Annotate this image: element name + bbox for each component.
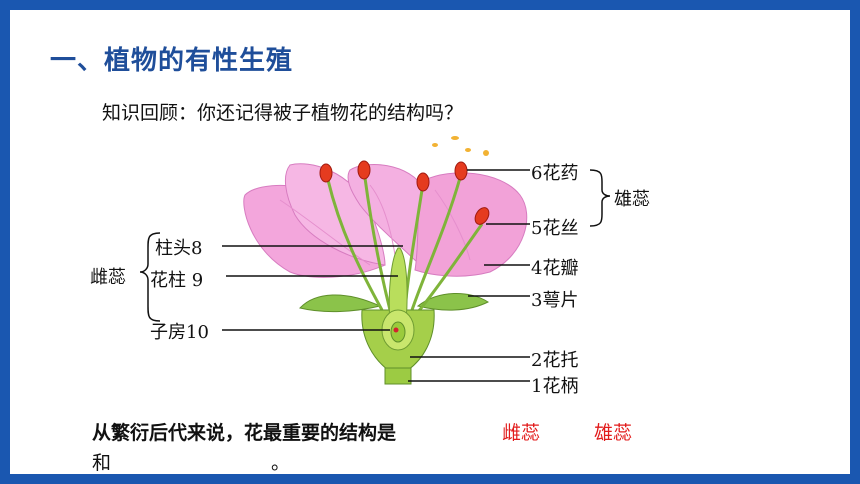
petal-label: 4花瓣 xyxy=(531,258,579,279)
question-suffix: 。 xyxy=(271,452,291,474)
anther-label: 6花药 xyxy=(531,163,579,184)
sepal-label: 3萼片 xyxy=(531,290,579,311)
answer-stamen: 雄蕊 xyxy=(594,422,633,444)
page-title: 一、植物的有性生殖 xyxy=(50,46,294,76)
question-text: 从繁衍后代来说，花最重要的结构是 xyxy=(92,422,397,444)
question-line-2: 和。 xyxy=(92,448,290,474)
question-prefix: 和 xyxy=(92,452,112,474)
leader-lines xyxy=(222,169,530,382)
pollen xyxy=(432,136,489,156)
left-brace xyxy=(139,232,161,322)
filament-label: 5花丝 xyxy=(531,218,579,239)
ovary-label: 子房10 xyxy=(150,322,209,343)
stigma-label: 柱头8 xyxy=(155,238,203,259)
stamens xyxy=(326,177,484,313)
pedicel-label: 1花柄 xyxy=(531,376,579,397)
style-label: 花柱 9 xyxy=(150,270,204,291)
sepals xyxy=(299,292,489,313)
right-brace xyxy=(589,169,611,227)
anthers xyxy=(319,160,490,225)
pistil-group-label: 雌蕊 xyxy=(90,267,126,288)
answer-blank xyxy=(111,456,271,474)
slide: 一、植物的有性生殖 知识回顾：你还记得被子植物花的结构吗？ xyxy=(10,10,850,474)
answer-pistil: 雌蕊 xyxy=(502,422,541,444)
petals xyxy=(243,163,528,278)
pistil xyxy=(361,247,435,385)
subtitle: 知识回顾：你还记得被子植物花的结构吗？ xyxy=(102,102,464,124)
receptacle-label: 2花托 xyxy=(531,350,579,371)
stamen-group-label: 雄蕊 xyxy=(614,189,650,210)
flower-diagram xyxy=(139,136,611,385)
